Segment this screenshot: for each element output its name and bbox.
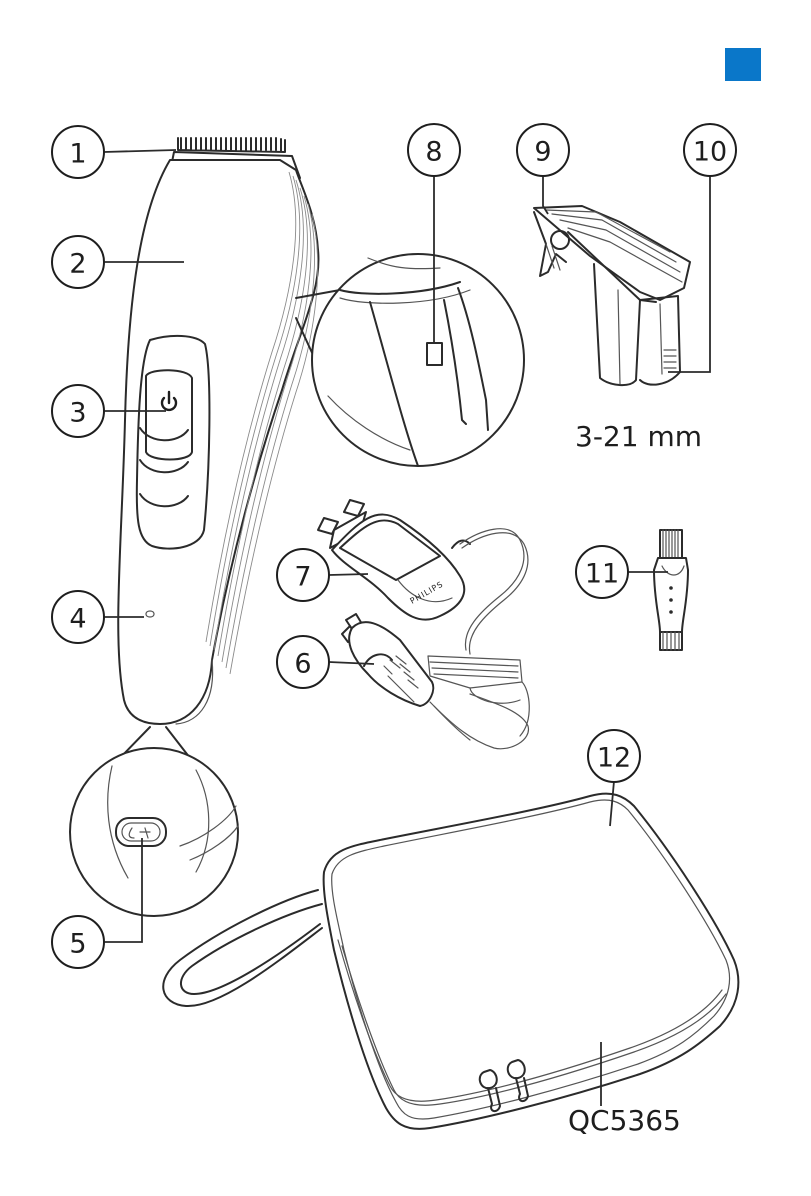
callout-label-4: 4: [69, 604, 86, 635]
callout-badge-11: 11: [576, 546, 628, 598]
adjustable-comb: [534, 206, 690, 385]
callout-badge-8: 8: [408, 124, 460, 176]
comb-range-label: 3-21 mm: [575, 420, 702, 453]
hair-clipper: [118, 138, 318, 724]
callout-badge-1: 1: [52, 126, 104, 178]
callout-label-3: 3: [69, 398, 86, 429]
callout-label-9: 9: [534, 137, 551, 168]
socket-detail-magnifier: [70, 727, 238, 916]
callout-badge-2: 2: [52, 236, 104, 288]
corner-marker: [725, 48, 761, 81]
callout-label-1: 1: [69, 139, 86, 170]
callout-badge-7: 7: [277, 549, 329, 601]
length-settings-markings: [664, 350, 676, 368]
callout-label-10: 10: [693, 137, 727, 168]
model-number-label: QC5365: [568, 1104, 681, 1137]
callout-badge-6: 6: [277, 636, 329, 688]
callout-label-8: 8: [425, 137, 442, 168]
cleaning-brush: [654, 530, 688, 650]
callout-badge-3: 3: [52, 385, 104, 437]
callout-badge-9: 9: [517, 124, 569, 176]
callout-label-12: 12: [597, 743, 631, 774]
callout-label-7: 7: [294, 562, 311, 593]
callout-label-2: 2: [69, 249, 86, 280]
cutting-blade: [178, 138, 285, 152]
callout-label-11: 11: [585, 559, 619, 590]
storage-pouch: [163, 794, 738, 1129]
callout-badge-10: 10: [684, 124, 736, 176]
callout-label-5: 5: [69, 929, 86, 960]
callout-label-6: 6: [294, 649, 311, 680]
callout-badge-4: 4: [52, 591, 104, 643]
callout-badge-12: 12: [588, 730, 640, 782]
storage-detail-magnifier: [296, 254, 524, 466]
callout-badge-5: 5: [52, 916, 104, 968]
